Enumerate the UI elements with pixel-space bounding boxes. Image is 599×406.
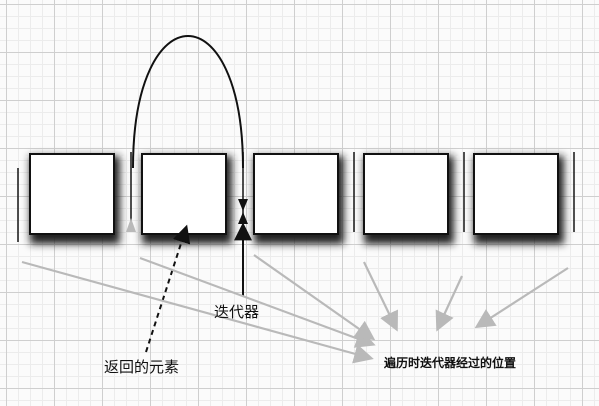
element-box-2: [141, 153, 232, 244]
position-separators: [17, 152, 575, 242]
element-box-4: [363, 153, 454, 244]
traversal-arrow: [139, 256, 376, 348]
element-box-5: [473, 153, 564, 244]
traversal-arrow: [363, 261, 398, 332]
traversal-arrow: [253, 254, 376, 341]
previous-position-marker: [126, 218, 136, 232]
element-box-3: [253, 153, 344, 244]
element-box-1: [29, 153, 120, 244]
iterator-position-marker: [238, 212, 248, 224]
iterator-position-marker: [238, 199, 248, 211]
traversal-arrow: [21, 260, 374, 364]
traversal-position-arrows: [21, 254, 569, 364]
iterator-jump-arc: [132, 35, 244, 169]
traversal-arrow: [474, 267, 569, 329]
iterator-label: 迭代器: [214, 303, 260, 321]
returned-element-label: 返回的元素: [104, 358, 180, 376]
traversal-arrow: [435, 275, 463, 332]
traversal-positions-label: 遍历时迭代器经过的位置: [384, 356, 517, 370]
returned-element-arrow: [145, 224, 191, 353]
